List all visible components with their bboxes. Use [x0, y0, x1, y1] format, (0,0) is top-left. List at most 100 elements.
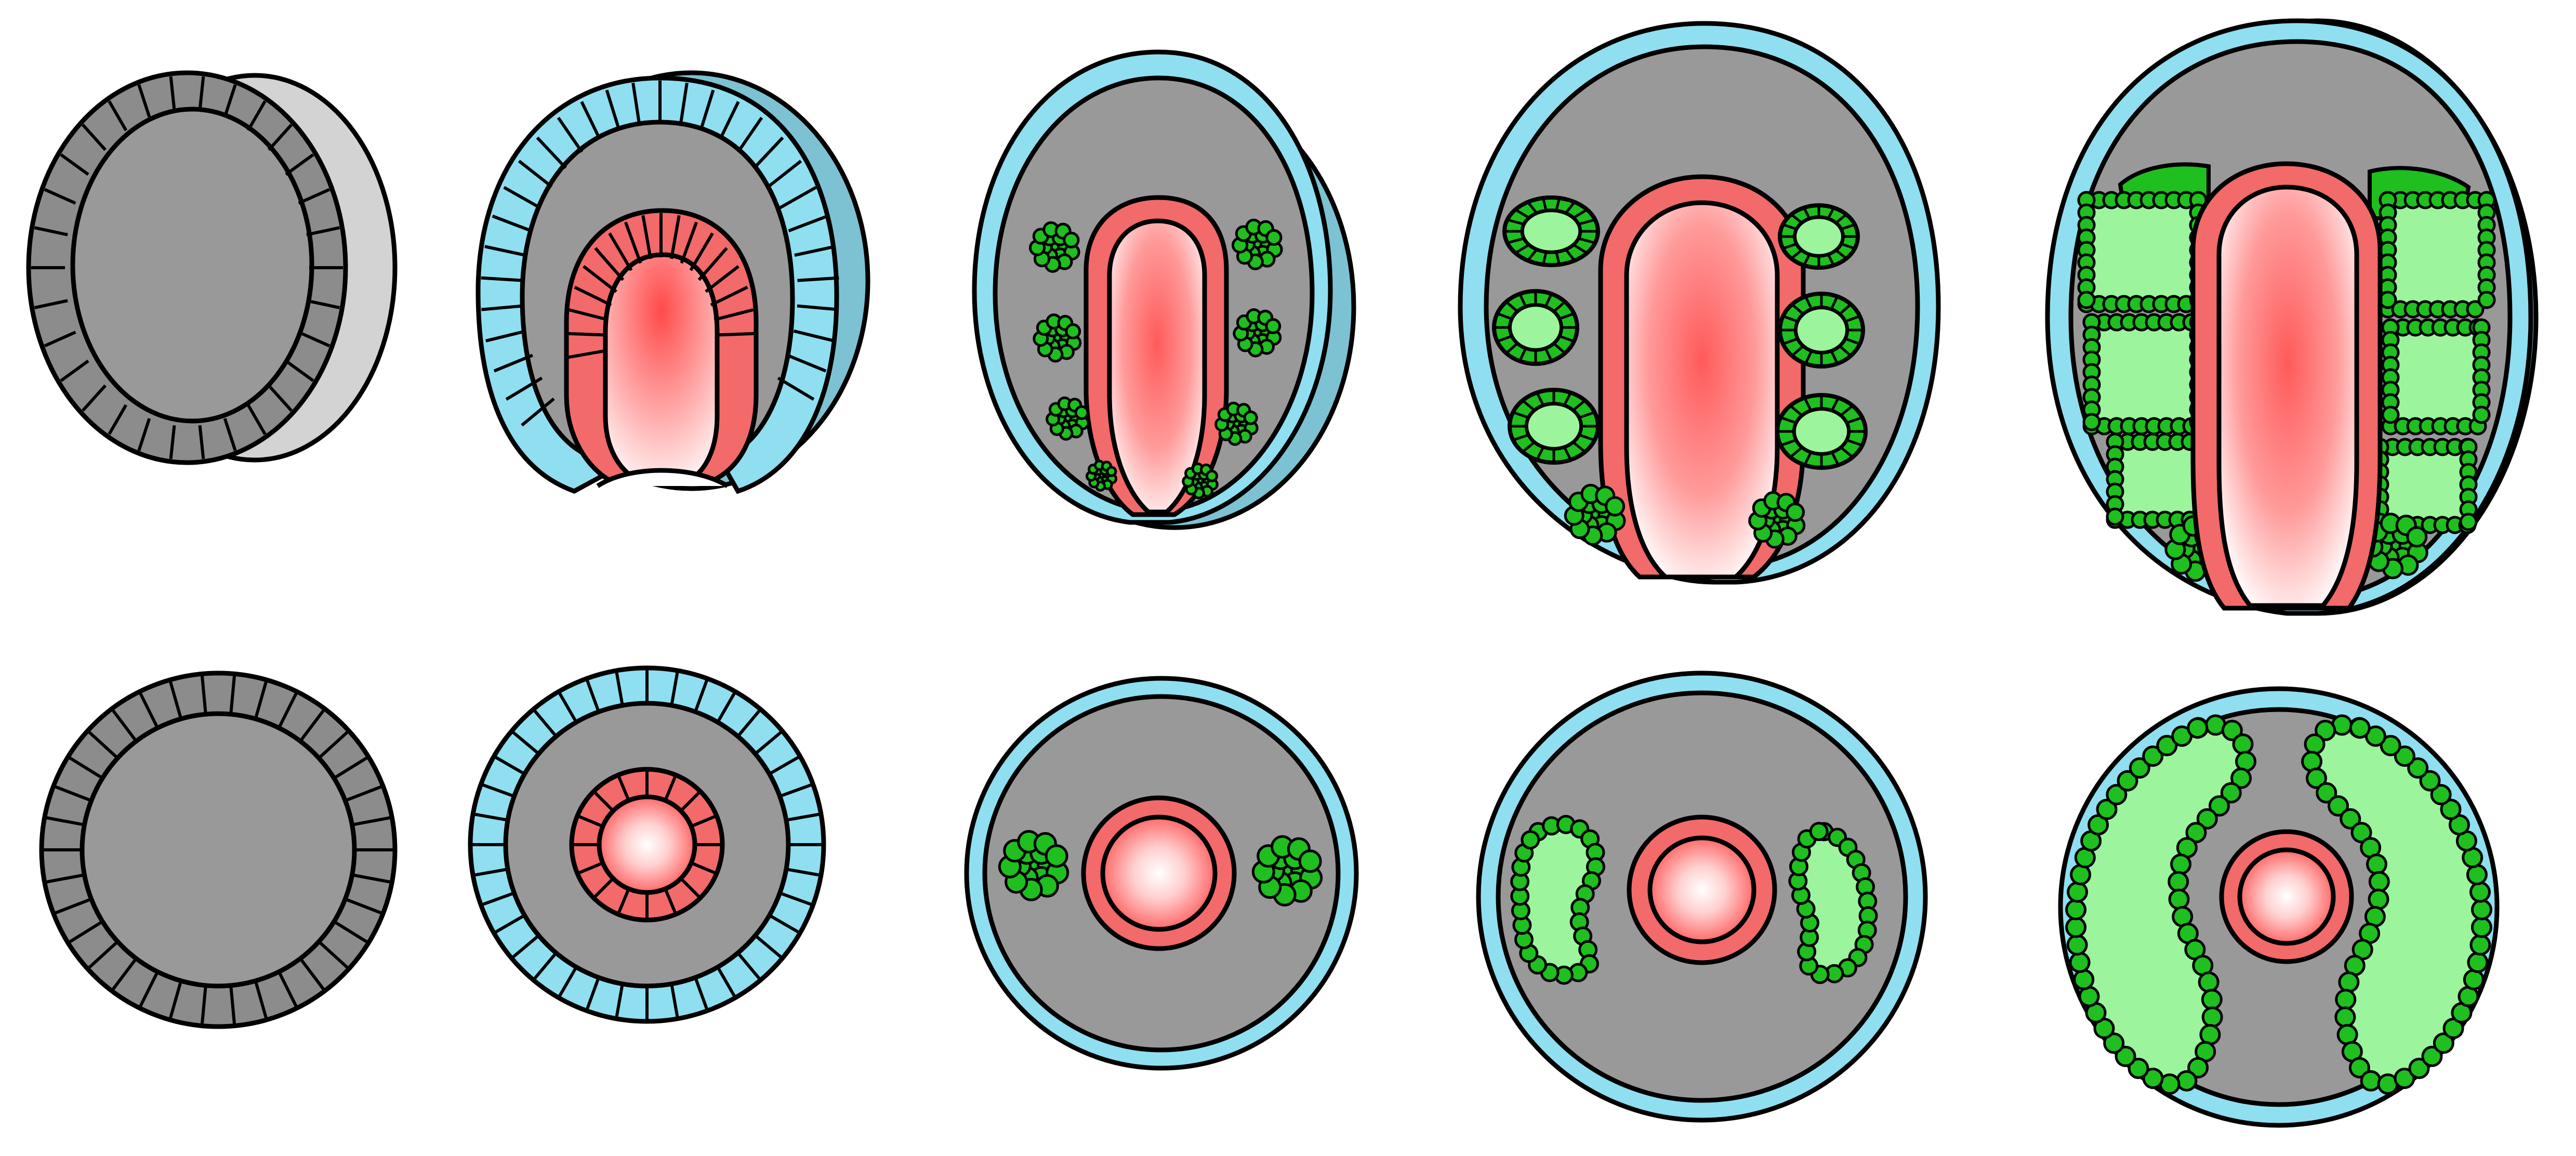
mesoderm-cell [2368, 871, 2390, 892]
stage5-longitudinal [2045, 18, 2539, 616]
cell-wall [533, 952, 558, 980]
cell-wall [82, 124, 107, 151]
mesoderm-cell [2096, 798, 2118, 820]
mesoderm-cell [2380, 734, 2401, 756]
cell-wall [223, 84, 237, 117]
mesoderm-cell [1298, 849, 1322, 873]
cell-wall [577, 815, 604, 828]
mesoderm-cell [2176, 1070, 2198, 1092]
cell-wall [1514, 243, 1530, 254]
cell-wall [716, 966, 736, 998]
cell-wall [1840, 446, 1854, 458]
cell-wall [593, 791, 615, 812]
stage3-cross-gut [1100, 815, 1218, 932]
cell-wall [1844, 337, 1860, 346]
cell-wall [34, 226, 68, 237]
cell-wall [577, 861, 604, 875]
mesoderm-cell [2070, 864, 2092, 886]
cell-wall [1572, 399, 1586, 412]
cell-wall [1507, 218, 1525, 226]
mesoderm-cell [1243, 410, 1258, 425]
cell-wall [68, 756, 103, 780]
coelom-lumen [1793, 306, 1850, 354]
cell-wall [1789, 446, 1803, 458]
cell-wall [736, 709, 761, 738]
mesoderm-cell [2106, 507, 2124, 526]
cell-wall [670, 671, 679, 706]
cell-wall [1835, 249, 1847, 260]
mesoderm-cell [1065, 323, 1081, 339]
mesoderm-cell [2334, 1006, 2356, 1028]
cell-wall [786, 868, 821, 877]
cell-wall [1544, 293, 1553, 307]
cell-wall [1803, 207, 1811, 219]
cell-wall [111, 957, 138, 991]
cell-wall [345, 897, 383, 915]
cell-wall [1512, 434, 1529, 442]
cell-wall [34, 299, 68, 309]
cell-wall [694, 977, 709, 1010]
coelom-lumen [1793, 215, 1845, 258]
stage3-longitudinal [972, 49, 1356, 530]
mesoderm-cell [2471, 916, 2492, 938]
cell-wall [168, 680, 183, 719]
cell-wall [1846, 439, 1863, 447]
cell-wall [794, 245, 836, 257]
cell-wall [138, 971, 159, 1008]
cell-wall [690, 815, 717, 828]
cell-wall [493, 353, 533, 373]
cell-wall [1518, 293, 1527, 307]
cell-wall [1846, 416, 1863, 424]
cell-wall [168, 980, 183, 1019]
cell-wall [769, 914, 800, 934]
cell-wall [716, 691, 736, 723]
cell-wall [521, 397, 555, 427]
cell-wall [1830, 451, 1840, 466]
cell-wall [200, 675, 207, 715]
mesoderm-cell [1265, 318, 1282, 334]
mesoderm-cell [2156, 734, 2178, 756]
cell-wall [779, 891, 813, 907]
mesoderm-cell [2394, 745, 2415, 767]
cell-wall [54, 897, 92, 915]
stage3-gut [1107, 218, 1207, 515]
cell-wall [137, 84, 151, 117]
cell-wall [1497, 312, 1513, 320]
cell-wall [558, 691, 578, 723]
cell-wall [278, 971, 298, 1008]
cell-wall [797, 276, 839, 282]
mesoderm-cell [2082, 413, 2101, 431]
cell-wall [1830, 397, 1840, 412]
cell-wall [246, 100, 267, 132]
cell-wall [786, 812, 821, 822]
cell-wall [200, 985, 207, 1025]
mesoderm-cell [2187, 1057, 2209, 1079]
cell-wall [1505, 300, 1518, 313]
mesoderm-cell [2421, 1045, 2443, 1067]
cell-wall [1804, 296, 1813, 310]
cell-wall [1827, 254, 1835, 266]
cell-wall [1536, 446, 1545, 461]
cell-wall [45, 873, 85, 884]
cell-wall [736, 116, 763, 153]
cell-wall [518, 160, 553, 188]
cell-wall [753, 136, 784, 169]
mesoderm-cell [2065, 916, 2087, 938]
cell-wall [617, 775, 630, 802]
cell-wall [511, 730, 540, 755]
mesoderm-cell [2477, 291, 2496, 309]
cell-wall [494, 914, 525, 934]
cell-wall [1541, 252, 1548, 265]
cell-wall [679, 791, 701, 812]
mesoderm-cell [2463, 969, 2485, 991]
mesoderm-cell [2360, 1070, 2382, 1092]
mesoderm-cell [2315, 719, 2336, 741]
mesoderm-pouches [1028, 218, 1283, 500]
cell-wall [1803, 397, 1813, 412]
cell-wall [715, 332, 756, 337]
cell-wall [558, 966, 578, 998]
mesoderm-cell [2067, 881, 2089, 903]
cell-wall [615, 671, 624, 706]
mesoderm-cell [2338, 971, 2360, 993]
cell-wall [1827, 207, 1835, 219]
